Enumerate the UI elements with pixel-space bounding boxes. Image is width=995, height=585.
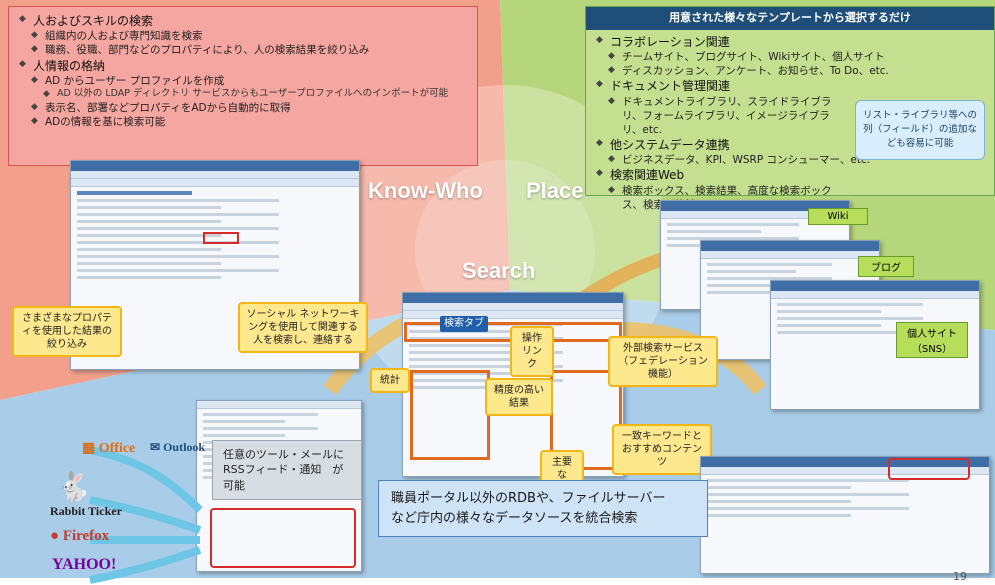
main-results-highlight [410,370,490,460]
personal-site-label: 個人サイト （SNS） [896,322,968,358]
bullet-l2: ディスカッション、アンケート、お知らせ、To Do、etc. [608,64,984,78]
bullet-l1: 検索関連Web [596,167,984,183]
bullet-l2: 表示名、部署などプロパティをADから自動的に取得 [31,101,467,115]
search-box-highlight [203,232,239,244]
know-who-text-box: 人およびスキルの検索 組織内の人および専門知識を検索 職務、役職、部門などのプロ… [8,6,478,166]
office-icon: ▦ [82,441,96,456]
bullet-l2: チームサイト、ブログサイト、Wikiサイト、個人サイト [608,50,984,64]
bullet-l1: ドキュメント管理関連 [596,78,984,94]
rss-highlight [210,508,356,568]
search-label: Search [462,258,536,283]
external-results-highlight [550,370,622,470]
outlook-logo: ✉ Outlook [150,440,206,454]
blog-label: ブログ [858,256,914,277]
bullet-l1: 他システムデータ連携 [596,137,984,153]
rabbit-icon: 🐇 [56,472,91,503]
keyword-match-callout: 一致キーワードと おすすめコンテンツ [612,424,712,475]
bullet-l1: コラボレーション関連 [596,34,984,50]
bottom-strip [0,578,995,585]
yahoo-logo: YAHOO! [52,556,117,573]
firefox-icon: ● [50,528,60,544]
social-callout: ソーシャル ネットワーキングを使用して関連する人を検索し、連絡する [238,302,368,353]
place-label: Place [526,178,584,203]
place-header: 用意された様々なテンプレートから選択するだけ [586,7,994,30]
relevant-results-callout: 精度の高い 結果 [485,378,553,416]
rabbit-ticker-label: Rabbit Ticker [50,504,122,518]
portal-screenshot [700,456,990,574]
page-number: 19 [953,570,967,583]
rss-note: 任意のツール・メールに RSSフィード・通知 が可能 [212,440,362,501]
know-who-label: Know-Who [368,178,483,203]
bullet-l3: AD 以外の LDAP ディレクトリ サービスからもユーザープロファイルへのイン… [43,88,467,101]
wiki-label: Wiki [808,208,868,225]
operation-link-callout: 操作 リンク [510,326,554,377]
bullet-l2: ドキュメントライブラリ、スライドライブラリ、フォームライブラリ、イメージライブラ… [608,95,848,138]
bullet-l2: ADの情報を基に検索可能 [31,115,467,129]
portal-search-highlight [888,458,970,480]
firefox-logo: ● Firefox [50,528,110,544]
bullet-l1: 人およびスキルの検索 [19,13,467,29]
place-text-box: 用意された様々なテンプレートから選択するだけ コラボレーション関連 チームサイト… [585,6,995,211]
outlook-icon: ✉ [150,440,161,454]
integration-note: 職員ポータル以外のRDBや、ファイルサーバー など庁内の様々なデータソースを統合… [378,480,708,537]
bullet-l2: 職務、役職、部門などのプロパティにより、人の検索結果を絞り込み [31,43,467,57]
bullet-l2: ビジネスデータ、KPI、WSRP コンシューマー、etc. [608,153,984,167]
bullet-l1: 人情報の格納 [19,58,467,74]
bullet-l2: 組織内の人および専門知識を検索 [31,29,467,43]
stats-callout: 統計 [370,368,410,393]
bullet-l2: AD からユーザー プロファイルを作成 [31,74,467,88]
external-search-callout: 外部検索サービス （フェデレーション機能） [608,336,718,387]
property-filter-callout: さまざまなプロパティを使用した結果の絞り込み [12,306,122,357]
search-tab-label: 検索タブ [440,316,488,332]
office-logo: ▦ Office [82,441,136,456]
list-field-callout: リスト・ライブラリ等への列（フィールド）の追加なども容易に可能 [855,100,985,160]
